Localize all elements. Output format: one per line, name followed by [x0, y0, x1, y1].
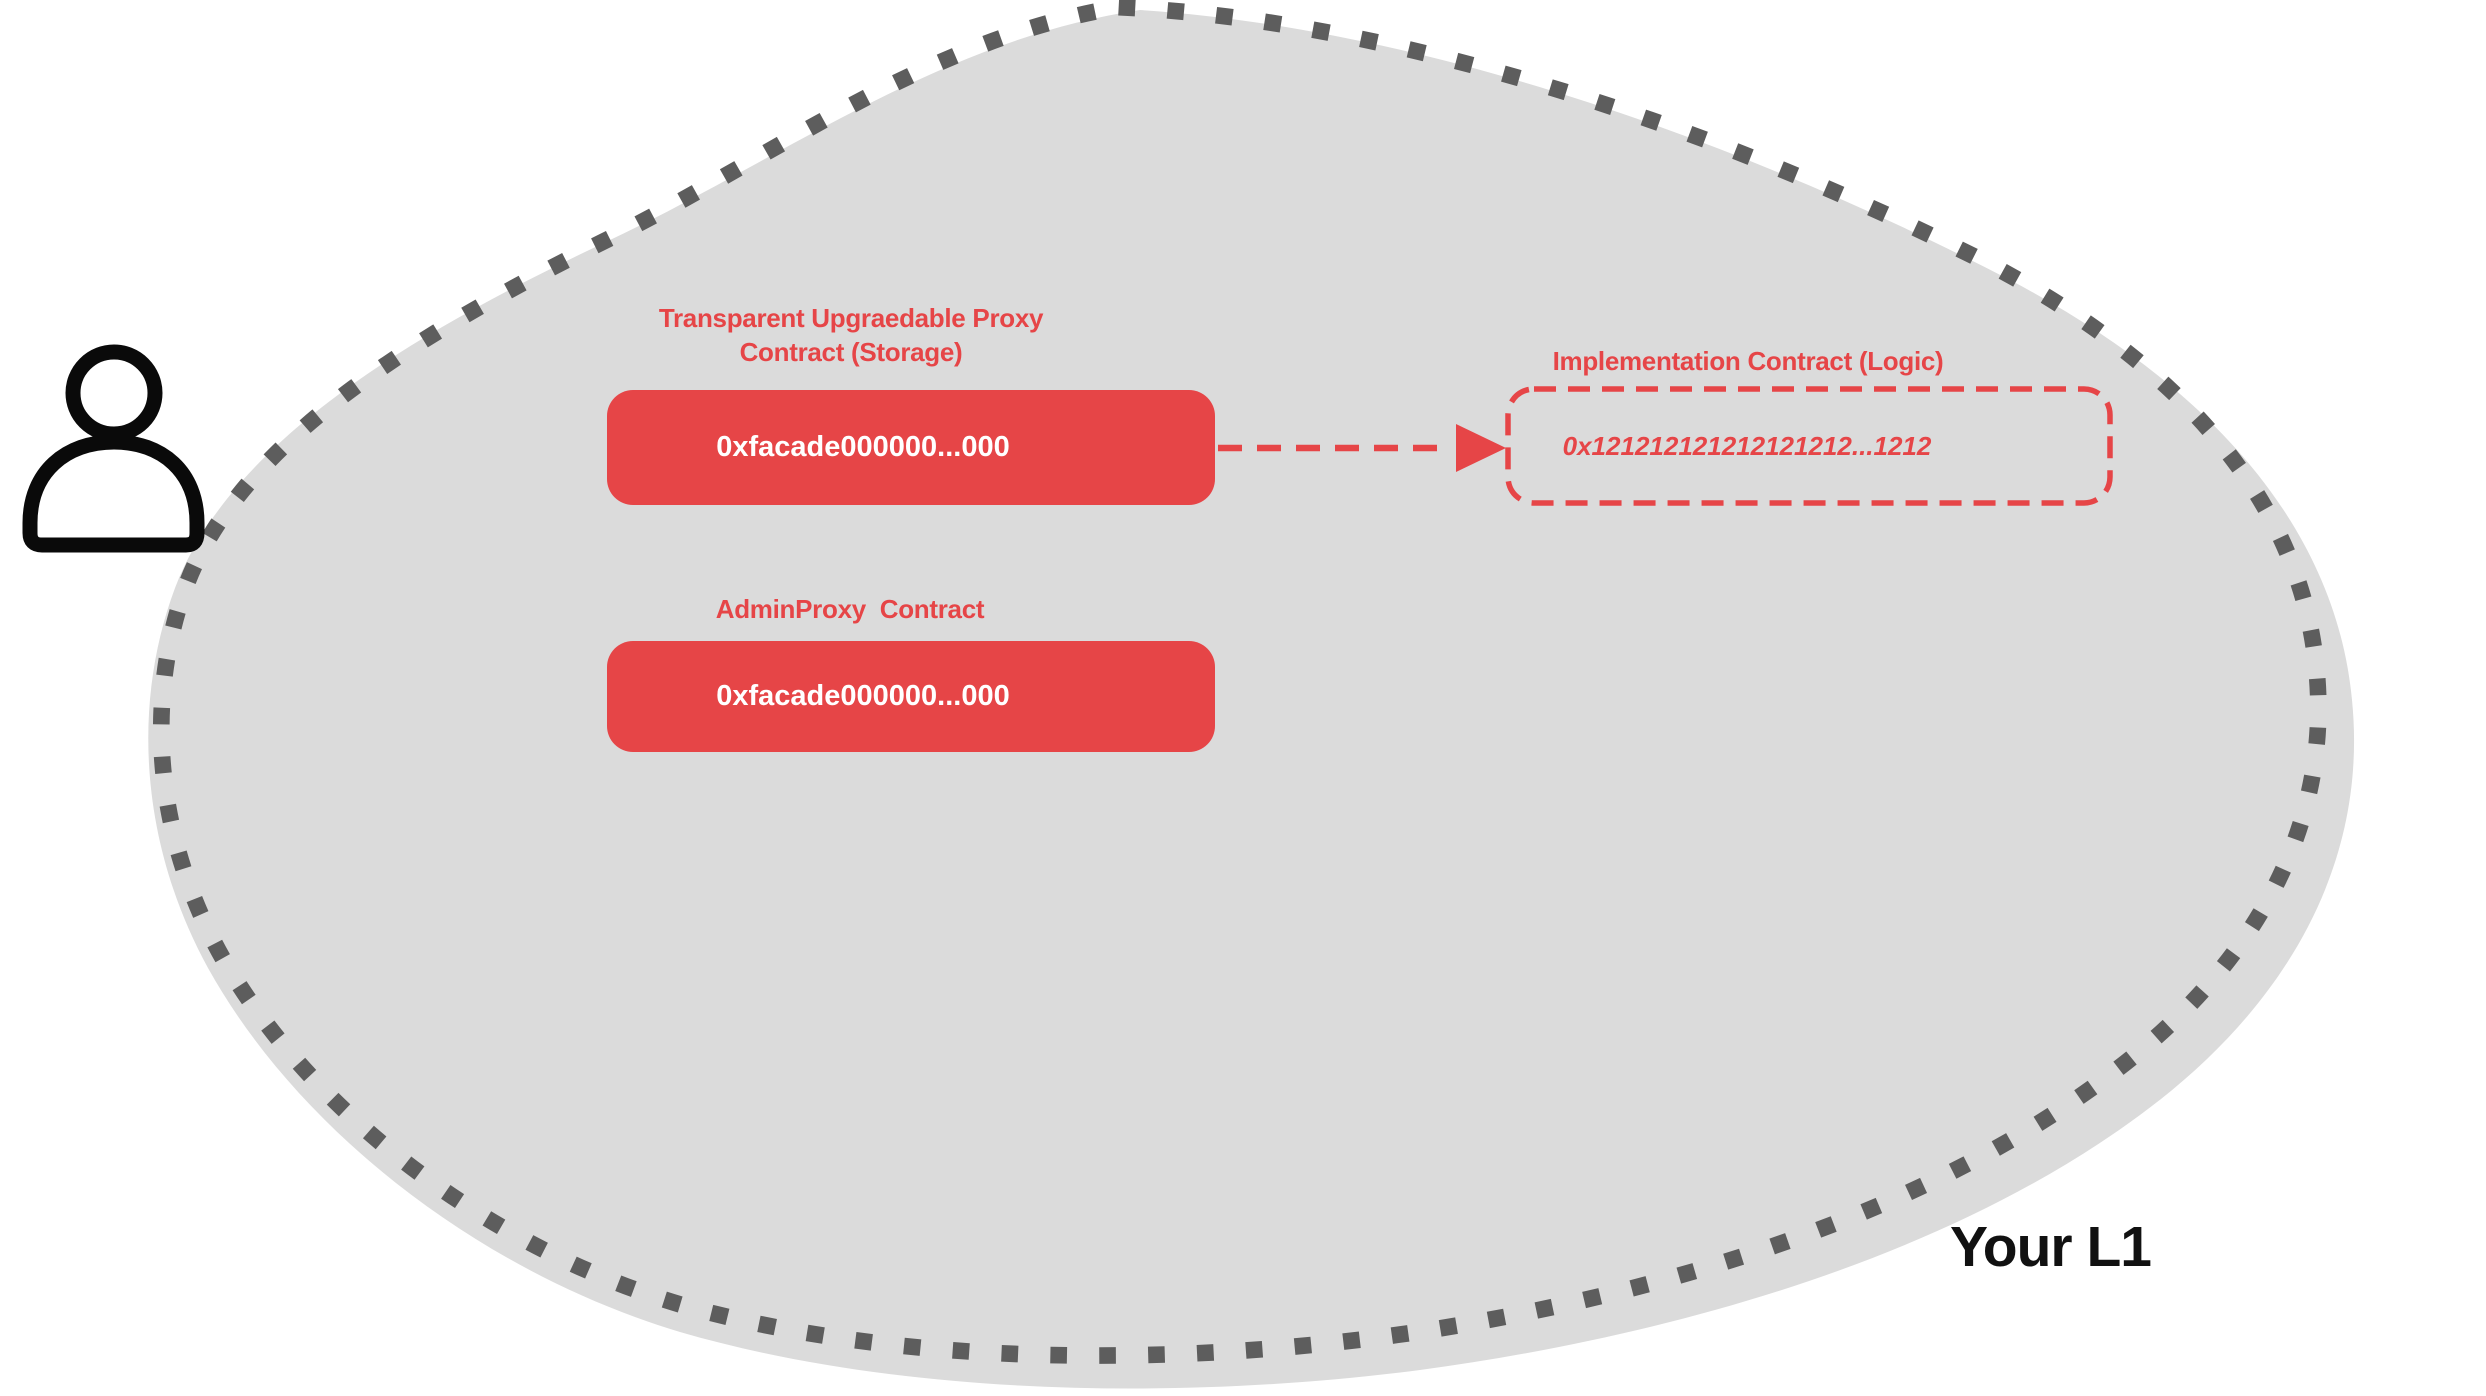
- proxy-contract-title: Transparent Upgraedable Proxy Contract (…: [658, 303, 1044, 367]
- admin-proxy-contract-address: 0xfacade000000...000: [716, 680, 1010, 712]
- implementation-contract-title: Implementation Contract (Logic): [1552, 346, 1944, 376]
- user-icon: [22, 344, 205, 553]
- user-icon-head: [65, 344, 163, 442]
- user-icon-body: [22, 434, 205, 553]
- implementation-contract-address: 0x121212121212121212...1212: [1562, 430, 1932, 461]
- implementation-box-dashed-border: [1505, 386, 2113, 506]
- admin-proxy-contract-title: AdminProxy Contract: [715, 594, 985, 624]
- proxy-to-implementation-arrow: [1218, 424, 1506, 472]
- arrowhead-icon: [1456, 424, 1506, 472]
- l1-blob-fill: [148, 10, 2355, 1389]
- implementation-contract-box: 0x121212121212121212...1212: [1508, 389, 2110, 503]
- proxy-contract-box: 0xfacade000000...000: [607, 390, 1215, 505]
- l1-network-label: Your L1: [1950, 1215, 2152, 1279]
- proxy-contract-address: 0xfacade000000...000: [716, 431, 1010, 463]
- admin-proxy-contract-box: 0xfacade000000...000: [607, 641, 1215, 752]
